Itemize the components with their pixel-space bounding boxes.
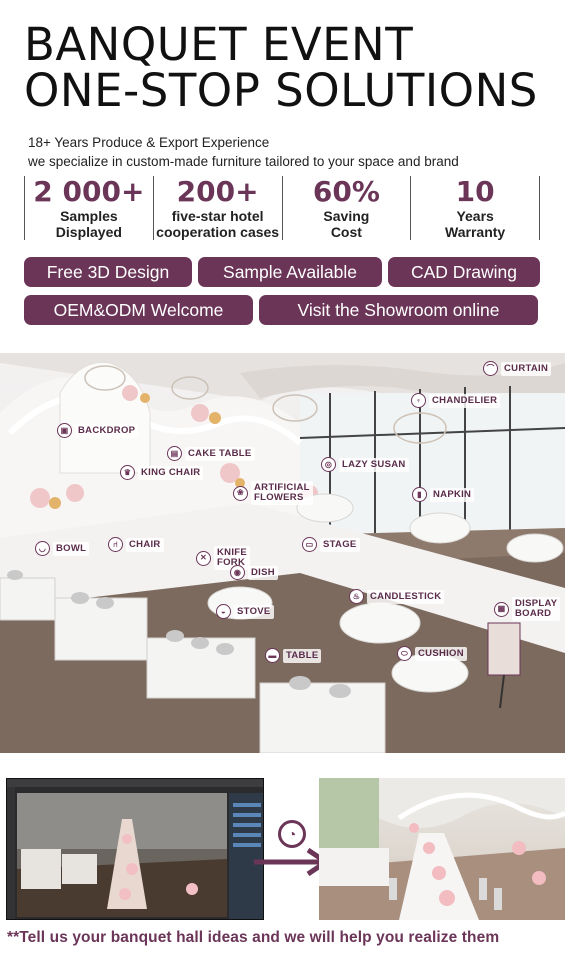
stat-label: Cost (330, 224, 362, 240)
dish-icon: ◉ (230, 565, 245, 580)
stat-label: Displayed (55, 224, 122, 240)
tag-bowl: ◡BOWL (35, 541, 90, 556)
tag-curtain: ⌒CURTAIN (483, 361, 552, 376)
rendered-hall-image (319, 778, 565, 920)
chandelier-icon: ♆ (411, 393, 426, 408)
tag-lazy-susan: ◎LAZY SUSAN (321, 457, 409, 472)
tag-stage: ▭STAGE (302, 537, 360, 552)
tag-table: ▬TABLE (265, 648, 322, 663)
stat-label: cooperation cases (156, 224, 280, 240)
oem-odm-button[interactable]: OEM&ODM Welcome (24, 295, 253, 325)
stat-label: Warranty (445, 224, 506, 240)
stat-label: Years (456, 208, 494, 224)
visit-showroom-button[interactable]: Visit the Showroom online (259, 295, 538, 325)
tag-candlestick: ♨CANDLESTICK (349, 589, 445, 604)
cad-scene (7, 779, 263, 919)
stat-label: Samples (60, 208, 118, 224)
tag-chair: ⑁CHAIR (108, 537, 164, 552)
render-scene (319, 778, 565, 920)
knife-fork-icon: ✕ (196, 550, 211, 566)
stat-hotels: 200+ five-star hotel cooperation cases (152, 175, 282, 240)
stove-icon: ◒ (216, 604, 231, 619)
tag-chandelier: ♆CHANDELIER (411, 393, 501, 408)
footer-tagline: **Tell us your banquet hall ideas and we… (7, 929, 500, 946)
stat-samples: 2 000+ Samples Displayed (24, 176, 153, 240)
services-list: Free 3D Design Sample Available CAD Draw… (24, 257, 540, 333)
stage-icon: ▭ (302, 537, 317, 552)
stat-warranty: 10 Years Warranty (410, 176, 540, 240)
tag-king-chair: ♛KING CHAIR (120, 465, 204, 480)
stat-label: Saving (323, 208, 370, 224)
title-line-1: BANQUET EVENT (24, 18, 414, 71)
stat-value: 60% (312, 175, 380, 208)
king-chair-icon: ♛ (120, 465, 135, 480)
candlestick-icon: ♨ (349, 589, 364, 604)
table-icon: ▬ (265, 648, 280, 663)
bowl-icon: ◡ (35, 541, 50, 556)
stat-saving: 60% Saving Cost (281, 175, 411, 240)
tag-backdrop: ▣BACKDROP (57, 423, 139, 438)
stat-value: 2 000+ (33, 175, 145, 208)
subtitle-line-1: 18+ Years Produce & Export Experience (28, 135, 270, 150)
clock-icon: ◔ (278, 820, 306, 848)
cushion-icon: ⬭ (397, 646, 412, 661)
tag-stove: ◒STOVE (216, 604, 274, 619)
tag-dish: ◉DISH (230, 565, 278, 580)
tag-napkin: ▮NAPKIN (412, 487, 475, 502)
cad-software-screenshot (6, 778, 264, 920)
stat-value: 200+ (176, 175, 259, 208)
flower-icon: ❀ (233, 485, 248, 501)
page-title: BANQUET EVENT ONE-STOP SOLUTIONS (24, 22, 554, 114)
lazy-susan-icon: ◎ (321, 457, 336, 472)
subtitle: 18+ Years Produce & Export Experience we… (28, 133, 459, 171)
sample-available-button[interactable]: Sample Available (198, 257, 382, 287)
title-line-2: ONE-STOP SOLUTIONS (24, 64, 538, 117)
cad-drawing-button[interactable]: CAD Drawing (388, 257, 540, 287)
backdrop-icon: ▣ (57, 423, 72, 438)
tag-cake-table: ▤CAKE TABLE (167, 446, 255, 461)
tag-cushion: ⬭CUSHION (397, 646, 467, 661)
napkin-icon: ▮ (412, 487, 427, 502)
banquet-hall-illustration: ⌒CURTAIN ▣BACKDROP ♆CHANDELIER ▤CAKE TAB… (0, 353, 565, 753)
display-board-icon: ▦ (494, 601, 509, 617)
stat-label: five-star hotel (171, 208, 264, 224)
stats-bar: 2 000+ Samples Displayed 200+ five-star … (24, 176, 540, 240)
subtitle-line-2: we specialize in custom-made furniture t… (28, 154, 459, 169)
curtain-icon: ⌒ (483, 361, 498, 376)
chair-icon: ⑁ (108, 537, 123, 552)
stat-value: 10 (455, 175, 495, 208)
free-3d-design-button[interactable]: Free 3D Design (24, 257, 192, 287)
cake-table-icon: ▤ (167, 446, 182, 461)
